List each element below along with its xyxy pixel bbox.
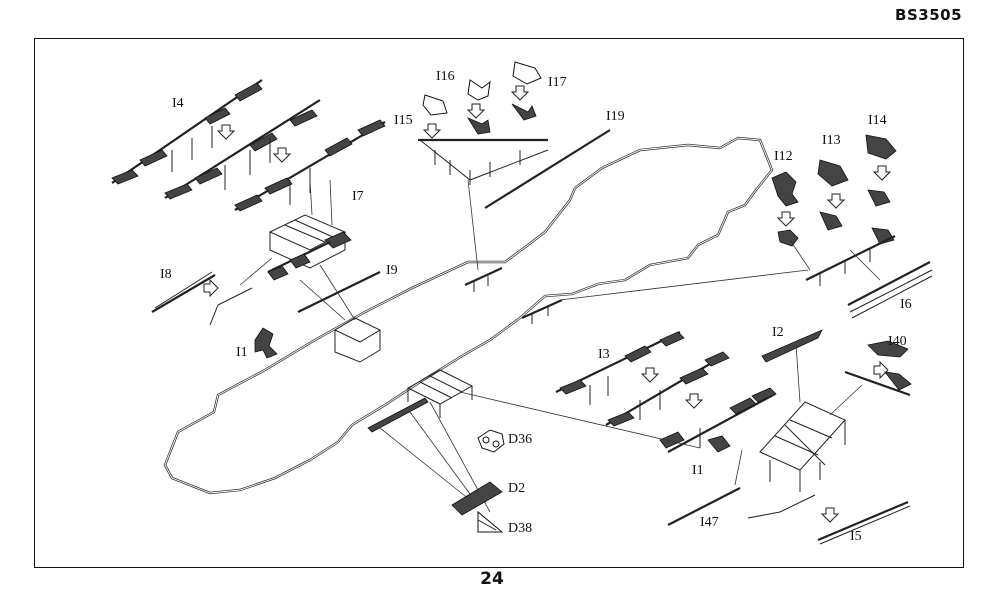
stern-deck-frame bbox=[759, 344, 846, 492]
part-I16-I17-assembly bbox=[418, 61, 549, 271]
label-I19: I19 bbox=[606, 109, 625, 124]
document-code: BS3505 bbox=[895, 6, 962, 24]
bow-catwalk-frame bbox=[367, 369, 701, 513]
part-I47 bbox=[667, 449, 816, 526]
label-I5: I5 bbox=[850, 529, 862, 544]
part-I4-assembly bbox=[111, 79, 386, 212]
label-D2: D2 bbox=[508, 481, 525, 496]
label-I15: I15 bbox=[394, 113, 413, 128]
label-I6: I6 bbox=[900, 297, 912, 312]
label-I3: I3 bbox=[598, 347, 610, 362]
label-I40: I40 bbox=[888, 334, 907, 349]
part-I2 bbox=[761, 329, 823, 363]
part-I3-assembly bbox=[555, 331, 777, 453]
label-D38: D38 bbox=[508, 521, 532, 536]
label-I9: I9 bbox=[386, 263, 398, 278]
part-I6 bbox=[847, 261, 933, 319]
label-I16: I16 bbox=[436, 69, 455, 84]
part-D36 bbox=[477, 429, 505, 453]
page-number: 24 bbox=[480, 569, 504, 589]
part-I7-assembly bbox=[267, 179, 352, 281]
part-I40 bbox=[829, 340, 912, 416]
label-I1-right: I1 bbox=[692, 463, 704, 478]
label-D36: D36 bbox=[508, 432, 532, 447]
label-I1-left: I1 bbox=[236, 345, 248, 360]
label-I47: I47 bbox=[700, 515, 719, 530]
label-I13: I13 bbox=[822, 133, 841, 148]
part-I8 bbox=[151, 271, 253, 326]
label-I17: I17 bbox=[548, 75, 567, 90]
part-D2 bbox=[451, 481, 503, 516]
label-I14: I14 bbox=[868, 113, 887, 128]
part-I1-left bbox=[254, 264, 382, 363]
part-I9 bbox=[239, 257, 381, 313]
diagram-frame bbox=[34, 38, 964, 568]
label-I2: I2 bbox=[772, 325, 784, 340]
part-D38 bbox=[477, 510, 504, 533]
part-I5 bbox=[817, 500, 911, 545]
label-I8: I8 bbox=[160, 267, 172, 282]
deck-rail-fittings bbox=[464, 267, 809, 324]
label-I12: I12 bbox=[774, 149, 793, 164]
part-I19 bbox=[484, 129, 611, 209]
part-I12-I13-I14-assembly bbox=[771, 134, 897, 286]
label-I4: I4 bbox=[172, 96, 184, 111]
label-I7: I7 bbox=[352, 189, 364, 204]
